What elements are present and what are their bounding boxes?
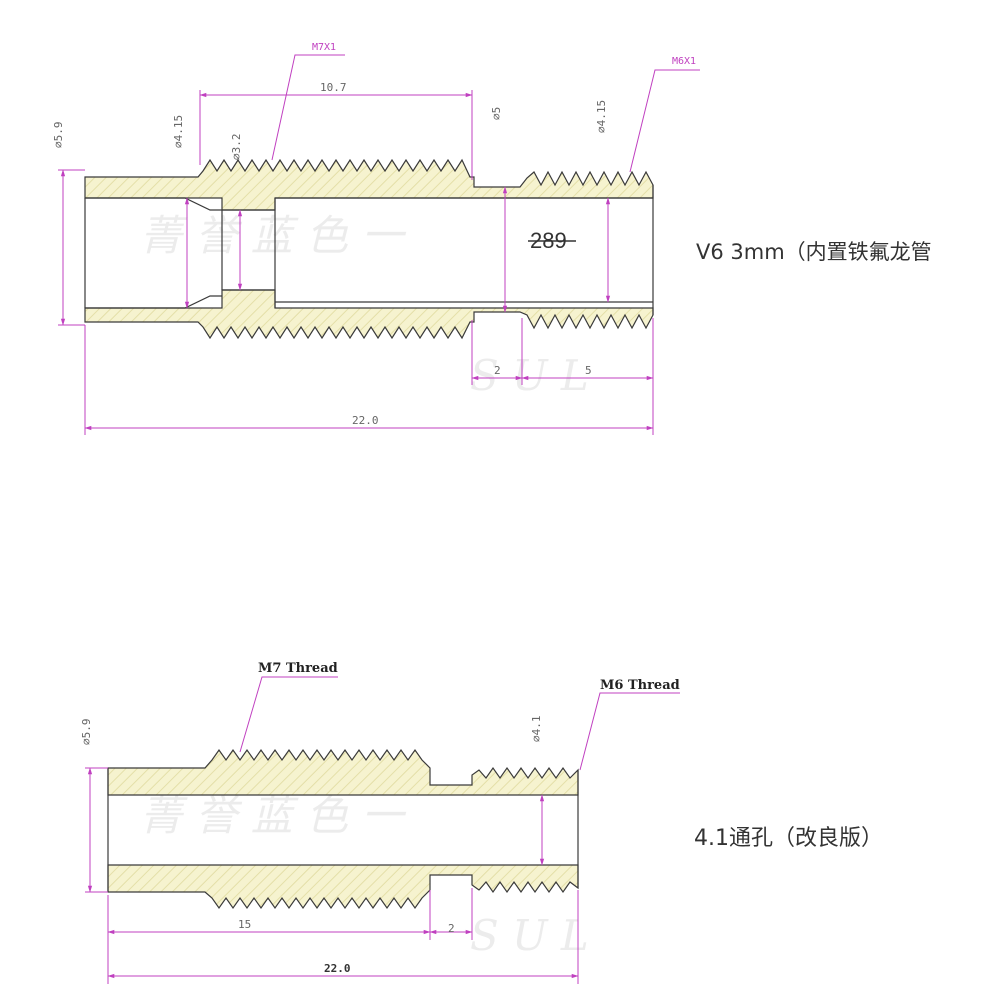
bottom-dim-bore-diameter: ⌀4.1: [530, 716, 543, 743]
svg-text:菁 誉 蓝 色 一: 菁 誉 蓝 色 一: [140, 791, 406, 840]
top-dim-m6-length: 5: [585, 364, 592, 377]
top-callout-m7: M7X1: [312, 42, 336, 53]
bottom-lower-wall: [107, 864, 579, 910]
bottom-dim-outer-diameter: ⌀5.9: [80, 719, 93, 746]
bottom-heatbreak-drawing: ⌀5.9 ⌀4.1 15 2 22.0 M7 Thread M6 Thread: [80, 661, 680, 984]
top-upper-wall: [84, 158, 654, 211]
top-dim-left-bore: ⌀4.15: [172, 115, 185, 148]
top-dim-neck-diameter: ⌀5: [490, 107, 503, 120]
svg-text:S U L: S U L: [470, 911, 589, 960]
top-dim-mid-bore: ⌀3.2: [230, 134, 243, 161]
top-callout-m6: M6X1: [672, 56, 696, 67]
top-dim-total-length: 22.0: [352, 414, 379, 427]
bottom-dim-gap-length: 2: [448, 922, 455, 935]
top-dim-m7-length: 10.7: [320, 81, 347, 94]
top-lower-wall: [84, 289, 654, 340]
bottom-callout-m6: M6 Thread: [600, 678, 680, 693]
bottom-caption: 4.1通孔（改良版）: [694, 826, 883, 851]
top-heatbreak-drawing: ⌀5.9 ⌀4.15 ⌀3.2 10.7 ⌀5 ⌀4.15 2 5 22.0 M…: [52, 42, 700, 435]
svg-text:S U L: S U L: [470, 351, 589, 400]
top-dim-outer-diameter: ⌀5.9: [52, 122, 65, 149]
bottom-dim-m7-length: 15: [238, 918, 251, 931]
top-dim-gap-length: 2: [494, 364, 501, 377]
top-bore-outline: [84, 197, 276, 309]
bottom-callout-m7: M7 Thread: [258, 661, 338, 676]
top-dim-right-bore: ⌀4.15: [595, 100, 608, 133]
watermark: 菁 誉 蓝 色 一 S U L 菁 誉 蓝 色 一 S U L: [140, 211, 589, 960]
svg-text:菁 誉 蓝 色 一: 菁 誉 蓝 色 一: [140, 211, 406, 260]
top-caption: V6 3mm（内置铁氟龙管: [696, 240, 932, 264]
bottom-upper-wall: [107, 748, 579, 796]
bottom-dim-total-length: 22.0: [324, 962, 351, 975]
